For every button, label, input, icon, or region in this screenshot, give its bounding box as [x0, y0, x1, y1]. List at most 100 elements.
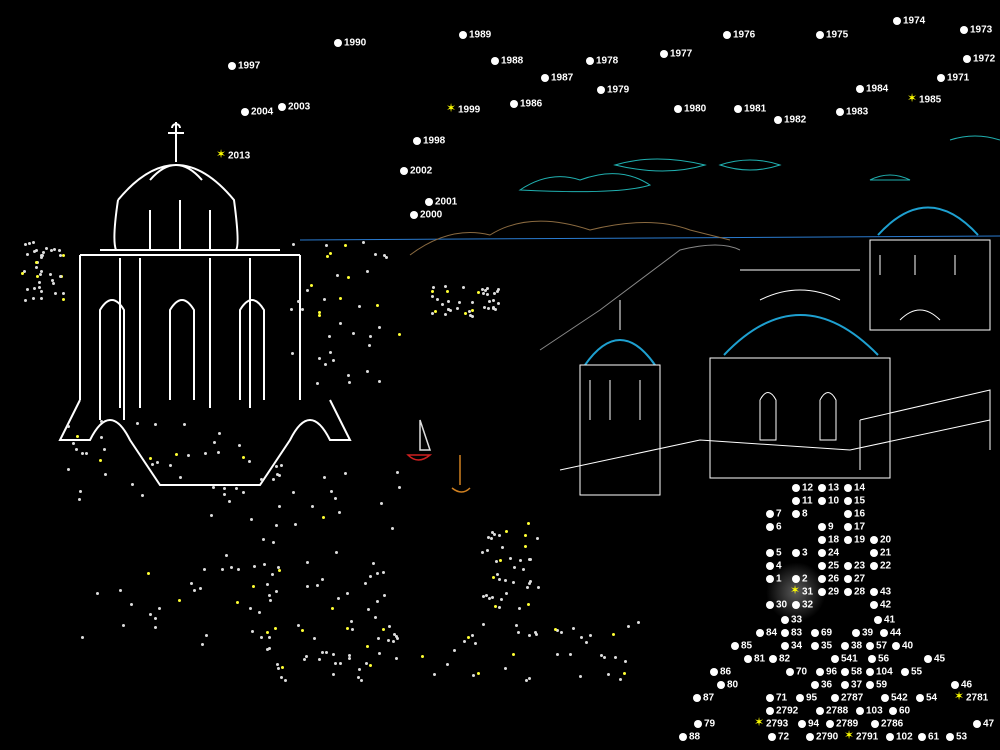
- puzzle-dot[interactable]: [870, 588, 878, 596]
- puzzle-dot[interactable]: [798, 720, 806, 728]
- puzzle-dot[interactable]: [818, 484, 826, 492]
- small-dot[interactable]: [210, 514, 214, 518]
- small-dot[interactable]: [268, 646, 272, 650]
- small-dot[interactable]: [497, 287, 501, 291]
- small-dot[interactable]: [361, 241, 365, 245]
- small-dot[interactable]: [491, 306, 495, 310]
- small-dot[interactable]: [357, 304, 361, 308]
- small-dot[interactable]: [463, 639, 467, 643]
- small-dot[interactable]: [613, 656, 617, 660]
- small-dot[interactable]: [527, 557, 531, 561]
- puzzle-dot[interactable]: [781, 642, 789, 650]
- puzzle-dot[interactable]: [766, 601, 774, 609]
- puzzle-dot[interactable]: [856, 85, 864, 93]
- small-dot[interactable]: [535, 536, 539, 540]
- small-dot[interactable]: [369, 664, 373, 668]
- small-dot[interactable]: [224, 554, 228, 558]
- small-dot[interactable]: [470, 309, 474, 313]
- small-dot[interactable]: [218, 432, 222, 436]
- small-dot[interactable]: [293, 522, 297, 526]
- small-dot[interactable]: [302, 658, 306, 662]
- puzzle-dot[interactable]: [694, 720, 702, 728]
- small-dot[interactable]: [267, 636, 271, 640]
- small-dot[interactable]: [463, 311, 467, 315]
- small-dot[interactable]: [430, 295, 434, 299]
- small-dot[interactable]: [265, 648, 269, 652]
- small-dot[interactable]: [269, 599, 273, 603]
- next-dot-star[interactable]: [907, 91, 918, 105]
- small-dot[interactable]: [80, 635, 84, 639]
- small-dot[interactable]: [571, 626, 575, 630]
- small-dot[interactable]: [624, 659, 628, 663]
- small-dot[interactable]: [482, 305, 486, 309]
- small-dot[interactable]: [31, 241, 35, 245]
- puzzle-dot[interactable]: [844, 562, 852, 570]
- small-dot[interactable]: [278, 505, 282, 509]
- small-dot[interactable]: [469, 313, 473, 317]
- puzzle-dot[interactable]: [886, 733, 894, 741]
- small-dot[interactable]: [338, 322, 342, 326]
- puzzle-dot[interactable]: [768, 733, 776, 741]
- small-dot[interactable]: [365, 644, 369, 648]
- small-dot[interactable]: [470, 301, 474, 305]
- small-dot[interactable]: [157, 606, 161, 610]
- small-dot[interactable]: [379, 502, 383, 506]
- small-dot[interactable]: [523, 534, 527, 538]
- small-dot[interactable]: [67, 468, 71, 472]
- puzzle-dot[interactable]: [766, 694, 774, 702]
- puzzle-dot[interactable]: [841, 642, 849, 650]
- small-dot[interactable]: [529, 557, 533, 561]
- small-dot[interactable]: [493, 307, 497, 311]
- small-dot[interactable]: [440, 302, 444, 306]
- small-dot[interactable]: [446, 308, 450, 312]
- small-dot[interactable]: [344, 244, 348, 248]
- small-dot[interactable]: [326, 255, 330, 259]
- small-dot[interactable]: [331, 673, 335, 677]
- small-dot[interactable]: [148, 612, 152, 616]
- puzzle-dot[interactable]: [792, 601, 800, 609]
- small-dot[interactable]: [328, 252, 332, 256]
- small-dot[interactable]: [612, 633, 616, 637]
- small-dot[interactable]: [360, 678, 364, 682]
- small-dot[interactable]: [333, 661, 337, 665]
- small-dot[interactable]: [378, 651, 382, 655]
- small-dot[interactable]: [501, 546, 505, 550]
- small-dot[interactable]: [204, 634, 208, 638]
- puzzle-dot[interactable]: [893, 17, 901, 25]
- small-dot[interactable]: [619, 677, 623, 681]
- small-dot[interactable]: [45, 246, 49, 250]
- puzzle-dot[interactable]: [889, 707, 897, 715]
- small-dot[interactable]: [467, 310, 471, 314]
- small-dot[interactable]: [374, 615, 378, 619]
- small-dot[interactable]: [466, 636, 470, 640]
- small-dot[interactable]: [32, 286, 36, 290]
- small-dot[interactable]: [434, 309, 438, 313]
- puzzle-dot[interactable]: [679, 733, 687, 741]
- small-dot[interactable]: [104, 472, 108, 476]
- small-dot[interactable]: [377, 325, 381, 329]
- small-dot[interactable]: [339, 297, 343, 301]
- small-dot[interactable]: [432, 285, 436, 289]
- small-dot[interactable]: [292, 490, 296, 494]
- small-dot[interactable]: [391, 526, 395, 530]
- small-dot[interactable]: [395, 657, 399, 661]
- small-dot[interactable]: [369, 335, 373, 339]
- puzzle-dot[interactable]: [874, 616, 882, 624]
- puzzle-dot[interactable]: [816, 668, 824, 676]
- small-dot[interactable]: [637, 620, 641, 624]
- small-dot[interactable]: [320, 577, 324, 581]
- puzzle-dot[interactable]: [811, 642, 819, 650]
- small-dot[interactable]: [275, 662, 279, 666]
- small-dot[interactable]: [318, 314, 322, 318]
- small-dot[interactable]: [102, 447, 106, 451]
- small-dot[interactable]: [375, 600, 379, 604]
- small-dot[interactable]: [336, 597, 340, 601]
- small-dot[interactable]: [495, 560, 499, 564]
- small-dot[interactable]: [579, 636, 583, 640]
- small-dot[interactable]: [334, 497, 338, 501]
- small-dot[interactable]: [317, 311, 321, 315]
- small-dot[interactable]: [192, 588, 196, 592]
- puzzle-dot[interactable]: [241, 108, 249, 116]
- small-dot[interactable]: [61, 254, 65, 258]
- small-dot[interactable]: [310, 504, 314, 508]
